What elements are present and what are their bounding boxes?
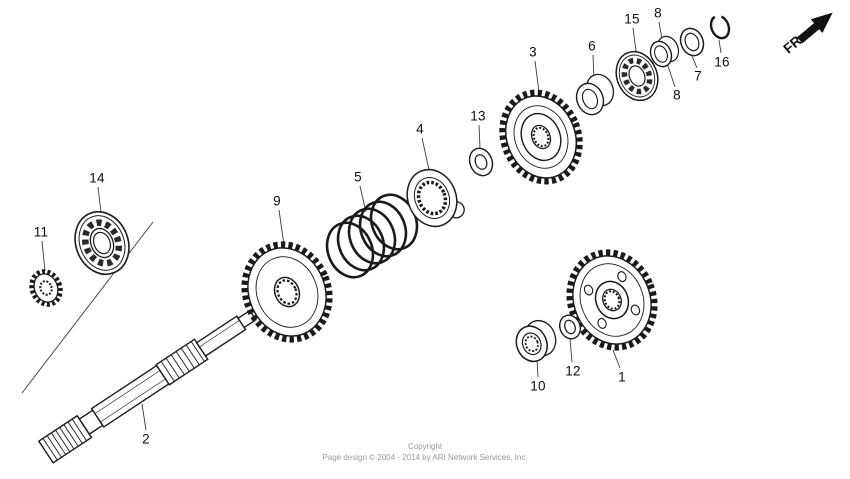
part-callout-9: 9 [273,193,281,209]
gear-small-11 [29,269,63,307]
mainshaft [37,309,257,464]
seal-7 [679,27,705,57]
part-callout-15: 15 [624,11,640,27]
part-callout-5: 5 [354,169,362,185]
part-callout-16: 16 [714,54,730,70]
gear-large-1 [566,249,658,351]
coil-spring-5 [325,193,419,279]
copyright-line1: Copyright [407,442,443,451]
part-callout-7: 7 [694,68,702,84]
collar-8 [649,35,680,68]
shift-collar-4 [406,168,465,228]
part-callout-12: 12 [565,363,581,379]
part-callout-10: 10 [530,378,546,394]
part-callout-14: 14 [89,170,105,186]
fr-arrow-icon [797,12,833,44]
copyright-line2: Page design © 2004 - 2014 by ARI Network… [322,452,528,462]
part-callout-8b: 8 [673,87,681,103]
part-callout-1: 1 [618,369,626,385]
part-callout-6: 6 [588,38,596,54]
assembly-axis-line [21,221,154,394]
copyright-footer: Copyright Page design © 2004 - 2014 by A… [0,442,850,464]
lock-nut-10 [515,319,557,363]
leader-lines [41,21,722,431]
part-callout-13: 13 [470,108,486,124]
part-callout-11: 11 [33,224,49,240]
part-callout-3: 3 [529,44,537,60]
washer-12 [558,314,582,340]
washer-13 [468,147,494,177]
ball-bearing-14 [74,210,130,276]
ball-bearing-15 [615,50,659,102]
snap-ring-16 [709,14,731,40]
spacer-6 [575,73,615,116]
part-callout-4: 4 [416,121,424,137]
part-callout-8a: 8 [654,5,662,21]
part-callout-2: 2 [142,431,150,447]
gear-large-9 [241,241,333,343]
